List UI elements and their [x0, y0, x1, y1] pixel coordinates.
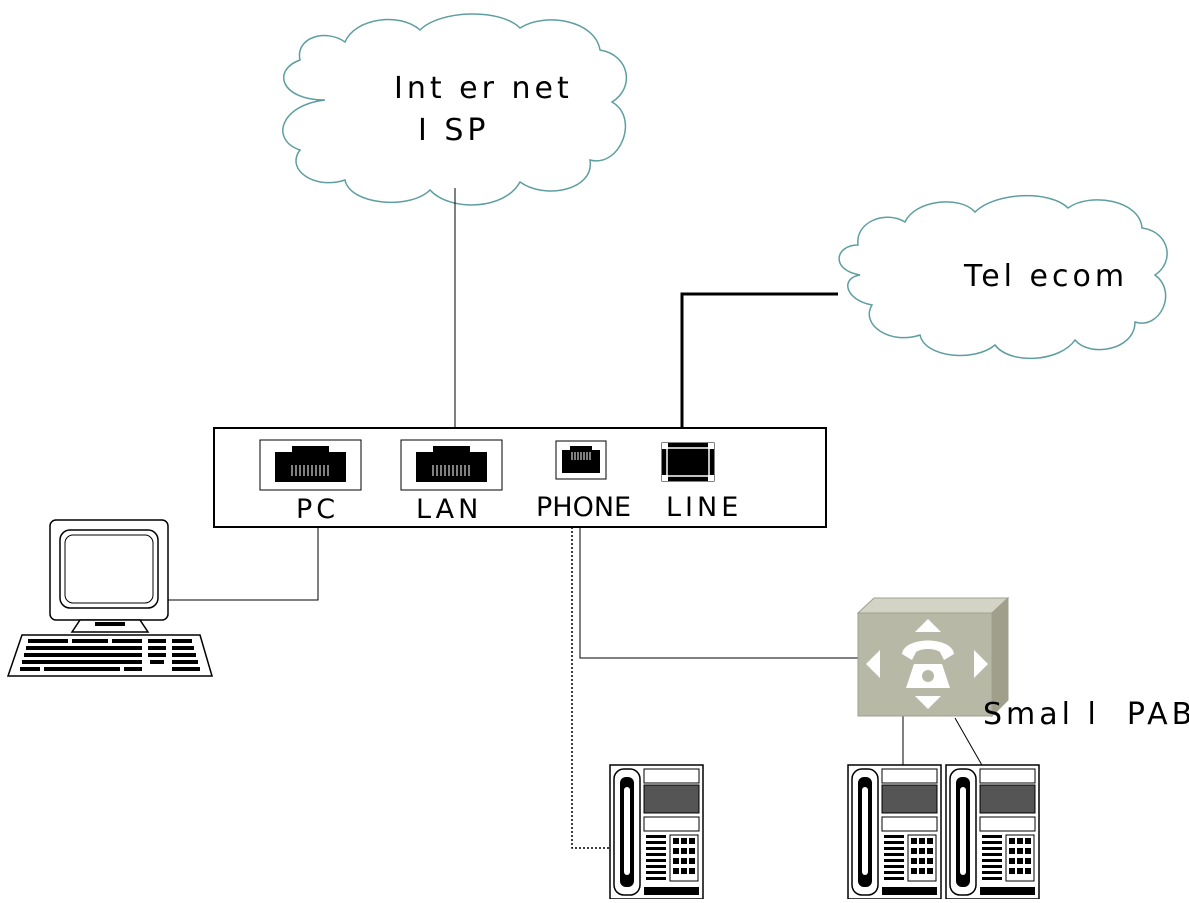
pc-port-icon [259, 439, 362, 491]
telephone-icon-pabx-2 [945, 764, 1040, 900]
lan-port-label: LAN [416, 494, 483, 525]
phone-port-label: PHONE [536, 492, 632, 523]
pc-to-computer-line [168, 527, 319, 601]
line-to-telecom-line [680, 292, 838, 458]
telephone-icon-pabx-1 [847, 764, 942, 900]
telephone-icon-direct [609, 764, 704, 900]
internet-label: Int er net [394, 71, 573, 106]
internet-cloud [282, 13, 628, 206]
pc-port-label: PC [296, 494, 340, 525]
phone-to-handset-dotted-line [571, 527, 612, 849]
telecom-cloud [838, 194, 1168, 360]
phone-port-icon [555, 440, 607, 480]
lan-port-icon [400, 439, 503, 491]
line-port-icon [661, 442, 715, 482]
pabx-label: Smal l PABX [983, 697, 1189, 732]
computer-icon [6, 519, 214, 677]
line-port-label: LINE [666, 492, 743, 523]
telecom-label: Tel ecom [964, 259, 1129, 294]
isp-label: I SP [418, 113, 490, 148]
phone-to-pabx-line [579, 476, 858, 659]
pabx-icon [856, 596, 1010, 718]
